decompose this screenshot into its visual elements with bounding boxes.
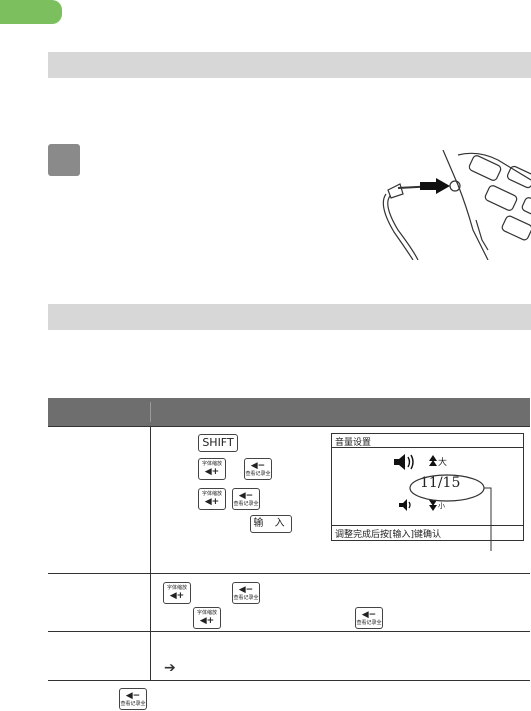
section-header-bar-2 xyxy=(48,304,531,330)
arrow-right-icon: ➔ xyxy=(164,660,176,676)
key-caption: 字体缩放 xyxy=(196,610,217,616)
key-caption: 字体缩放 xyxy=(201,491,222,497)
speaker-quiet-icon xyxy=(399,499,411,511)
volume-down-icon: ◀− xyxy=(361,610,377,620)
earphone-jack-illustration xyxy=(382,150,531,260)
volume-down-icon: ◀− xyxy=(125,691,141,701)
screen-title: 音量设置 xyxy=(335,438,372,448)
volume-setting-screen: 音量设置 大 11/15 小 调整完成后按[输入]键确认 xyxy=(331,433,524,541)
level-callout xyxy=(409,474,492,551)
volume-level: 11/15 xyxy=(420,475,461,491)
font-size-volume-up-key[interactable]: 字体缩放 ◀+ xyxy=(163,582,191,604)
table-rule xyxy=(48,573,530,574)
table-rule xyxy=(48,426,530,427)
step-marker xyxy=(48,144,80,176)
arrow-up-icon xyxy=(429,455,437,466)
volume-down-key[interactable]: ◀− 查看记录全 xyxy=(244,458,272,480)
key-caption: 查看记录全 xyxy=(245,471,271,477)
font-size-volume-up-key[interactable]: 字体缩放 ◀+ xyxy=(193,607,221,629)
table-header xyxy=(48,398,530,426)
arrow-down-icon xyxy=(429,500,437,511)
volume-up-icon: ◀+ xyxy=(204,497,220,507)
volume-down-key[interactable]: ◀− 查看记录全 xyxy=(119,688,147,710)
key-caption: 字体缩放 xyxy=(201,461,222,467)
key-caption: 查看记录全 xyxy=(356,620,382,626)
speaker-loud-icon xyxy=(394,454,414,470)
table-rule xyxy=(48,631,530,632)
key-caption: 查看记录全 xyxy=(233,501,259,507)
screen-footer: 调整完成后按[输入]键确认 xyxy=(335,530,442,540)
enter-key[interactable]: 输 入 xyxy=(250,515,292,533)
volume-low-label: 小 xyxy=(438,502,445,510)
volume-down-key[interactable]: ◀− 查看记录全 xyxy=(232,488,260,510)
section-header-bar-1 xyxy=(48,52,531,78)
font-size-volume-up-key[interactable]: 字体缩放 ◀+ xyxy=(198,458,226,480)
volume-up-icon: ◀+ xyxy=(204,467,220,477)
volume-down-icon: ◀− xyxy=(238,491,254,501)
font-size-volume-up-key[interactable]: 字体缩放 ◀+ xyxy=(198,488,226,510)
volume-up-icon: ◀+ xyxy=(169,591,185,601)
chapter-tab xyxy=(0,0,62,24)
volume-down-icon: ◀− xyxy=(250,461,266,471)
key-caption: 查看记录全 xyxy=(233,595,259,601)
volume-down-icon: ◀− xyxy=(238,585,254,595)
volume-high-label: 大 xyxy=(438,458,448,468)
volume-down-key[interactable]: ◀− 查看记录全 xyxy=(355,607,383,629)
volume-down-key[interactable]: ◀− 查看记录全 xyxy=(232,582,260,604)
key-caption: 查看记录全 xyxy=(120,701,146,707)
key-caption: 字体缩放 xyxy=(166,585,187,591)
shift-key[interactable]: SHIFT xyxy=(198,434,238,452)
volume-up-icon: ◀+ xyxy=(199,616,215,626)
operation-table xyxy=(48,398,530,684)
table-column-divider xyxy=(150,426,151,681)
table-rule xyxy=(48,680,530,681)
